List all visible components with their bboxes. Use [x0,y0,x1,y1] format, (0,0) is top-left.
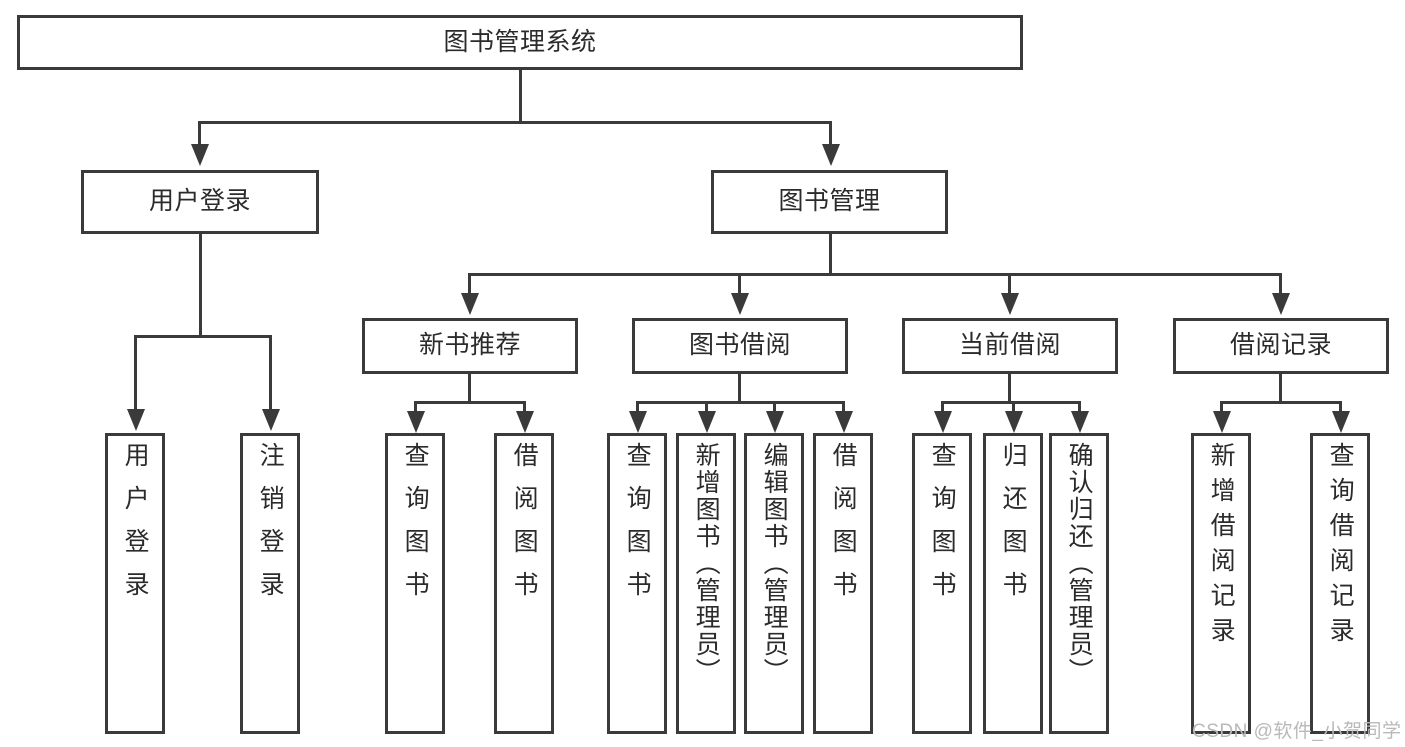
node-new-book-recommendation[interactable]: 新书推荐 [362,318,578,374]
leaf-borrow-books-1[interactable]: 借阅图书 [494,433,554,734]
arrow-to-leaf-logout [262,409,280,431]
node-label: 归还图书 [999,442,1028,614]
connector-root-drop-right [829,121,832,146]
arrow-to-leaf-borrow-books-2 [835,411,853,433]
arrow-to-leaf-query-books-2 [629,411,647,433]
connector-nbr-stem [468,374,471,402]
node-label: 借阅图书 [829,442,858,614]
connector-bm-drop-1 [468,273,471,295]
node-label: 查询图书 [401,442,430,614]
connector-book-management-stem [829,234,832,274]
arrow-to-leaf-return-book [1005,411,1023,433]
node-book-management[interactable]: 图书管理 [711,170,948,234]
connector-br-stem [1279,374,1282,402]
watermark-text: CSDN @软件_小贺同学 [1192,721,1402,742]
arrow-to-borrowing-records [1272,293,1290,315]
node-label: 借阅图书 [510,442,539,614]
connector-bb-drop-4 [842,401,845,413]
connector-nbr-bar [414,401,526,404]
node-label: 编辑图书（管理员） [760,442,789,685]
connector-nbr-drop-1 [414,401,417,413]
leaf-query-books-1[interactable]: 查询图书 [385,433,445,734]
connector-bb-drop-2 [705,401,708,413]
connector-nbr-drop-2 [523,401,526,413]
connector-user-login-drop-2 [269,335,272,411]
node-label: 新书推荐 [418,331,521,360]
arrow-to-leaf-query-books-3 [934,411,952,433]
arrow-to-book-management [822,144,840,166]
connector-bm-drop-4 [1279,273,1282,295]
arrow-to-leaf-confirm-return [1071,411,1089,433]
node-label: 新增借阅记录 [1207,442,1236,652]
leaf-add-record[interactable]: 新增借阅记录 [1191,433,1251,734]
connector-user-login-bar [134,335,272,338]
node-label: 新增图书（管理员） [692,442,721,685]
arrow-to-book-borrowing [731,293,749,315]
arrow-to-leaf-query-record [1332,411,1350,433]
node-book-management-system[interactable]: 图书管理系统 [17,15,1023,70]
leaf-add-book[interactable]: 新增图书（管理员） [676,433,736,734]
leaf-edit-book[interactable]: 编辑图书（管理员） [744,433,804,734]
arrow-to-leaf-add-book [698,411,716,433]
connector-root-drop-left [198,121,201,146]
connector-book-management-bar [468,273,1282,276]
connector-cb-drop-3 [1078,401,1081,413]
node-label: 图书管理 [778,187,881,216]
arrow-to-new-book-recommendation [461,293,479,315]
arrow-to-leaf-user-login [127,409,145,431]
leaf-user-login[interactable]: 用户登录 [105,433,165,734]
node-borrowing-records[interactable]: 借阅记录 [1173,318,1389,374]
leaf-borrow-books-2[interactable]: 借阅图书 [813,433,873,734]
connector-root-stem [519,70,522,122]
node-label: 查询图书 [623,442,652,614]
arrow-to-user-login [191,144,209,166]
connector-br-drop-1 [1220,401,1223,413]
connector-user-login-stem [199,234,202,336]
node-user-login[interactable]: 用户登录 [81,170,319,234]
node-current-borrowing[interactable]: 当前借阅 [902,318,1118,374]
leaf-logout[interactable]: 注销登录 [240,433,300,734]
connector-br-drop-2 [1339,401,1342,413]
connector-bb-stem [738,374,741,402]
node-label: 借阅记录 [1229,331,1332,360]
node-label: 用户登录 [121,442,150,614]
arrow-to-current-borrowing [1001,293,1019,315]
connector-cb-bar [941,401,1080,404]
connector-cb-drop-2 [1012,401,1015,413]
node-label: 图书借阅 [688,331,791,360]
arrow-to-leaf-edit-book [766,411,784,433]
connector-bb-drop-1 [636,401,639,413]
node-label: 注销登录 [256,442,285,614]
connector-cb-drop-1 [941,401,944,413]
arrow-to-leaf-query-books-1 [407,411,425,433]
leaf-return-book[interactable]: 归还图书 [983,433,1043,734]
node-label: 图书管理系统 [443,27,597,56]
arrow-to-leaf-add-record [1213,411,1231,433]
connector-bm-drop-2 [738,273,741,295]
connector-root-bar [198,121,832,124]
leaf-confirm-return[interactable]: 确认归还（管理员） [1049,433,1109,734]
arrow-to-leaf-borrow-books-1 [516,411,534,433]
connector-bb-drop-3 [773,401,776,413]
connector-cb-stem [1008,374,1011,402]
leaf-query-books-3[interactable]: 查询图书 [912,433,972,734]
connector-user-login-drop-1 [134,335,137,411]
node-book-borrowing[interactable]: 图书借阅 [632,318,848,374]
connector-bb-bar [636,401,845,404]
node-label: 查询图书 [928,442,957,614]
connector-bm-drop-3 [1008,273,1011,295]
node-label: 查询借阅记录 [1326,442,1355,652]
leaf-query-record[interactable]: 查询借阅记录 [1310,433,1370,734]
leaf-query-books-2[interactable]: 查询图书 [607,433,667,734]
connector-br-bar [1220,401,1342,404]
node-label: 用户登录 [148,187,251,216]
node-label: 当前借阅 [958,331,1061,360]
node-label: 确认归还（管理员） [1065,442,1094,685]
